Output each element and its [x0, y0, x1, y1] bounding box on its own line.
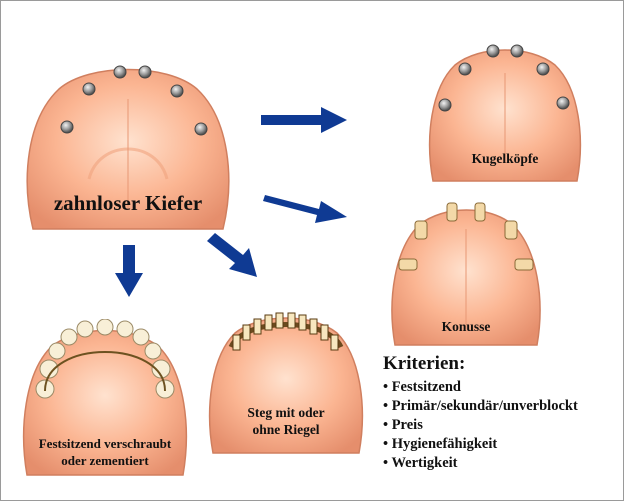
telescopic-crown-jaw: Konusse: [389, 199, 543, 349]
arrow-to-konusse: [263, 185, 349, 225]
fixed-bridge-jaw: Festsitzend verschraubt oder zementiert: [19, 319, 191, 479]
bar-attachment-jaw: Steg mit oder ohne Riegel: [205, 309, 367, 457]
ball-attachment-jaw: Kugelköpfe: [425, 43, 585, 185]
criteria-item: Primär/sekundär/unverblockt: [383, 397, 578, 416]
arrow-to-festsitzend: [115, 245, 143, 297]
option-label-kugelkoepfe: Kugelköpfe: [425, 151, 585, 167]
arrow-to-steg: [207, 233, 259, 279]
option-label-steg-line2: ohne Riegel: [205, 422, 367, 438]
center-label: zahnloser Kiefer: [19, 191, 237, 215]
criteria-title: Kriterien:: [383, 353, 578, 375]
option-label-festsitzend-line1: Festsitzend verschraubt: [13, 437, 197, 452]
criteria-item: Hygienefähigkeit: [383, 435, 578, 454]
option-label-festsitzend-line2: oder zementiert: [13, 454, 197, 469]
edentulous-jaw-illustration: zahnloser Kiefer: [19, 59, 237, 237]
criteria-list: Festsitzend Primär/sekundär/unverblockt …: [383, 378, 578, 473]
criteria-panel: Kriterien: Festsitzend Primär/sekundär/u…: [383, 353, 578, 473]
option-label-steg-line1: Steg mit oder: [205, 405, 367, 421]
criteria-item: Preis: [383, 416, 578, 435]
option-label-konusse: Konusse: [389, 319, 543, 335]
criteria-item: Festsitzend: [383, 378, 578, 397]
criteria-item: Wertigkeit: [383, 454, 578, 473]
arrow-to-kugelkoepfe: [261, 107, 347, 133]
